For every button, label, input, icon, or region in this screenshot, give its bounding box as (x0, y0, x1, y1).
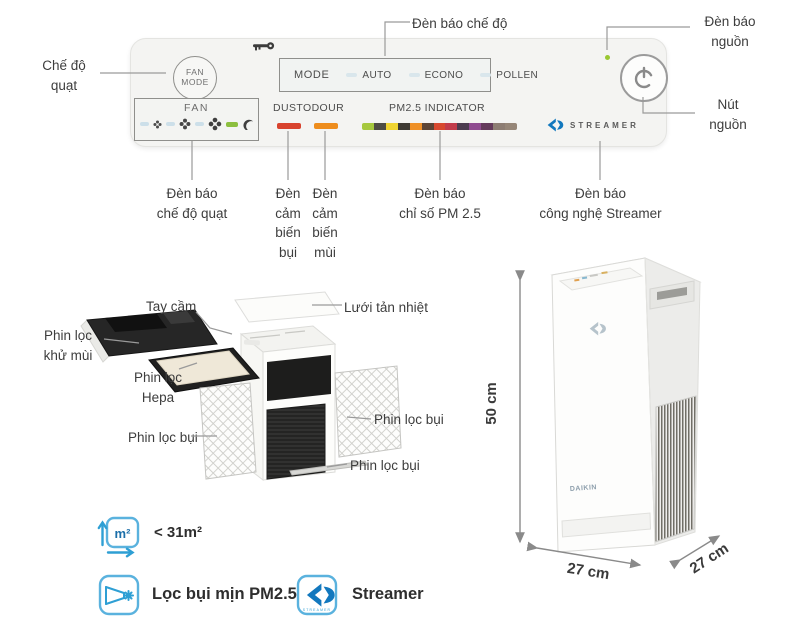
label-dust-filter-right: Phin lọc bụi (374, 412, 444, 427)
mode-option-econo-label: ECONO (424, 69, 464, 81)
front-streamer-mark (589, 321, 606, 336)
fan-led-quiet (225, 121, 238, 127)
fan-mode-button-line1: FAN (185, 67, 205, 78)
streamer-chevron-icon (547, 118, 564, 132)
fan-led-1 (139, 122, 149, 126)
side-air-grille (654, 395, 697, 543)
mode-indicator-box: MODE AUTO ECONO POLLEN (279, 58, 538, 92)
fan-led-row (135, 117, 258, 131)
hepa-filter-part (148, 347, 260, 393)
product-illustration: DAIKIN (550, 257, 702, 553)
deodorizing-filter-part (80, 309, 218, 363)
dust-filter-left-part (199, 382, 257, 480)
pm25-feature-label: Lọc bụi mịn PM2.5 (152, 585, 297, 603)
label-heat-grille: Lưới tản nhiệt (344, 300, 428, 315)
streamer-icon-caption: STREAMER (303, 608, 331, 612)
streamer-feature-icon: STREAMER (296, 574, 338, 616)
fan-speed-high-icon (208, 117, 221, 131)
mode-label: MODE (294, 69, 330, 81)
dust-filter-right-part (334, 365, 402, 458)
brand-logo-text: DAIKIN (570, 484, 598, 493)
mode-led-econo (408, 73, 420, 77)
callout-fan-indicator: Đèn báo chế độ quạt (156, 186, 228, 221)
fan-mode-button[interactable]: FAN MODE (173, 56, 217, 100)
fan-mode-button-line2: MODE (181, 77, 209, 87)
mode-option-pollen-label: POLLEN (496, 69, 539, 81)
odour-label: ODOUR (303, 102, 345, 114)
label-hepa-filter: Phin lọc Hepa (133, 370, 183, 405)
label-dust-filter-bottom: Phin lọc bụi (350, 458, 420, 473)
fan-indicator-box: FAN (134, 98, 259, 141)
fan-speed-low-icon (152, 119, 162, 129)
child-lock-key-icon (253, 42, 275, 51)
fine-dust-filter-icon (98, 574, 140, 616)
fan-led-3 (194, 122, 204, 126)
heat-grille-part (234, 291, 340, 323)
area-icon-text: m² (115, 526, 132, 541)
coverage-area-value: < 31m² (154, 524, 202, 541)
callout-power-indicator: Đèn báo nguồn (704, 14, 756, 49)
control-panel: FAN MODE MODE AUTO ECONO POLLEN FAN (130, 38, 668, 147)
mode-option-econo: ECONO (408, 69, 464, 81)
mode-option-auto: AUTO (346, 70, 391, 81)
label-deodorizing-filter: Phin lọc khử mùi (43, 328, 93, 363)
callout-fan-mode: Chế độ quạt (42, 58, 86, 93)
power-icon (634, 66, 654, 89)
mode-option-pollen: POLLEN (480, 70, 538, 81)
streamer-logo: STREAMER (546, 117, 639, 133)
fan-led-2 (165, 122, 175, 126)
dust-label: DUST (273, 102, 304, 114)
mode-option-auto-label: AUTO (362, 69, 392, 81)
fan-label: FAN (184, 102, 209, 114)
purifier-body: DAIKIN (550, 257, 702, 553)
quiet-mode-moon-icon (242, 119, 253, 130)
callout-pm25-indicator: Đèn báo chỉ số PM 2.5 (399, 186, 481, 221)
exploded-view-illustration (80, 291, 402, 482)
callout-power-button: Nút nguồn (709, 97, 747, 132)
streamer-logo-text: STREAMER (570, 120, 639, 130)
callout-odour-sensor: Đèn cảm biến mùi (312, 186, 338, 260)
dust-sensor-bar (277, 123, 301, 129)
callout-streamer-indicator: Đèn báo công nghệ Streamer (539, 186, 662, 221)
streamer-feature-label: Streamer (352, 585, 424, 603)
coverage-area-icon: m² (97, 516, 140, 558)
pm25-indicator-label: PM2.5 INDICATOR (389, 102, 486, 114)
pm25-indicator-strip (362, 123, 517, 130)
mode-led-auto (346, 73, 358, 77)
callout-dust-sensor: Đèn cảm biến bụi (275, 186, 301, 260)
power-led (605, 55, 610, 60)
mode-led-pollen (480, 73, 492, 77)
odour-sensor-bar (314, 123, 338, 129)
dimension-height: 50 cm (482, 382, 500, 425)
label-handle: Tay cầm (146, 299, 197, 314)
label-dust-filter-left: Phin lọc bụi (128, 430, 198, 445)
fan-speed-mid-icon (179, 118, 190, 130)
callout-mode-indicator: Đèn báo chế độ (412, 16, 508, 31)
power-button[interactable] (620, 54, 668, 102)
